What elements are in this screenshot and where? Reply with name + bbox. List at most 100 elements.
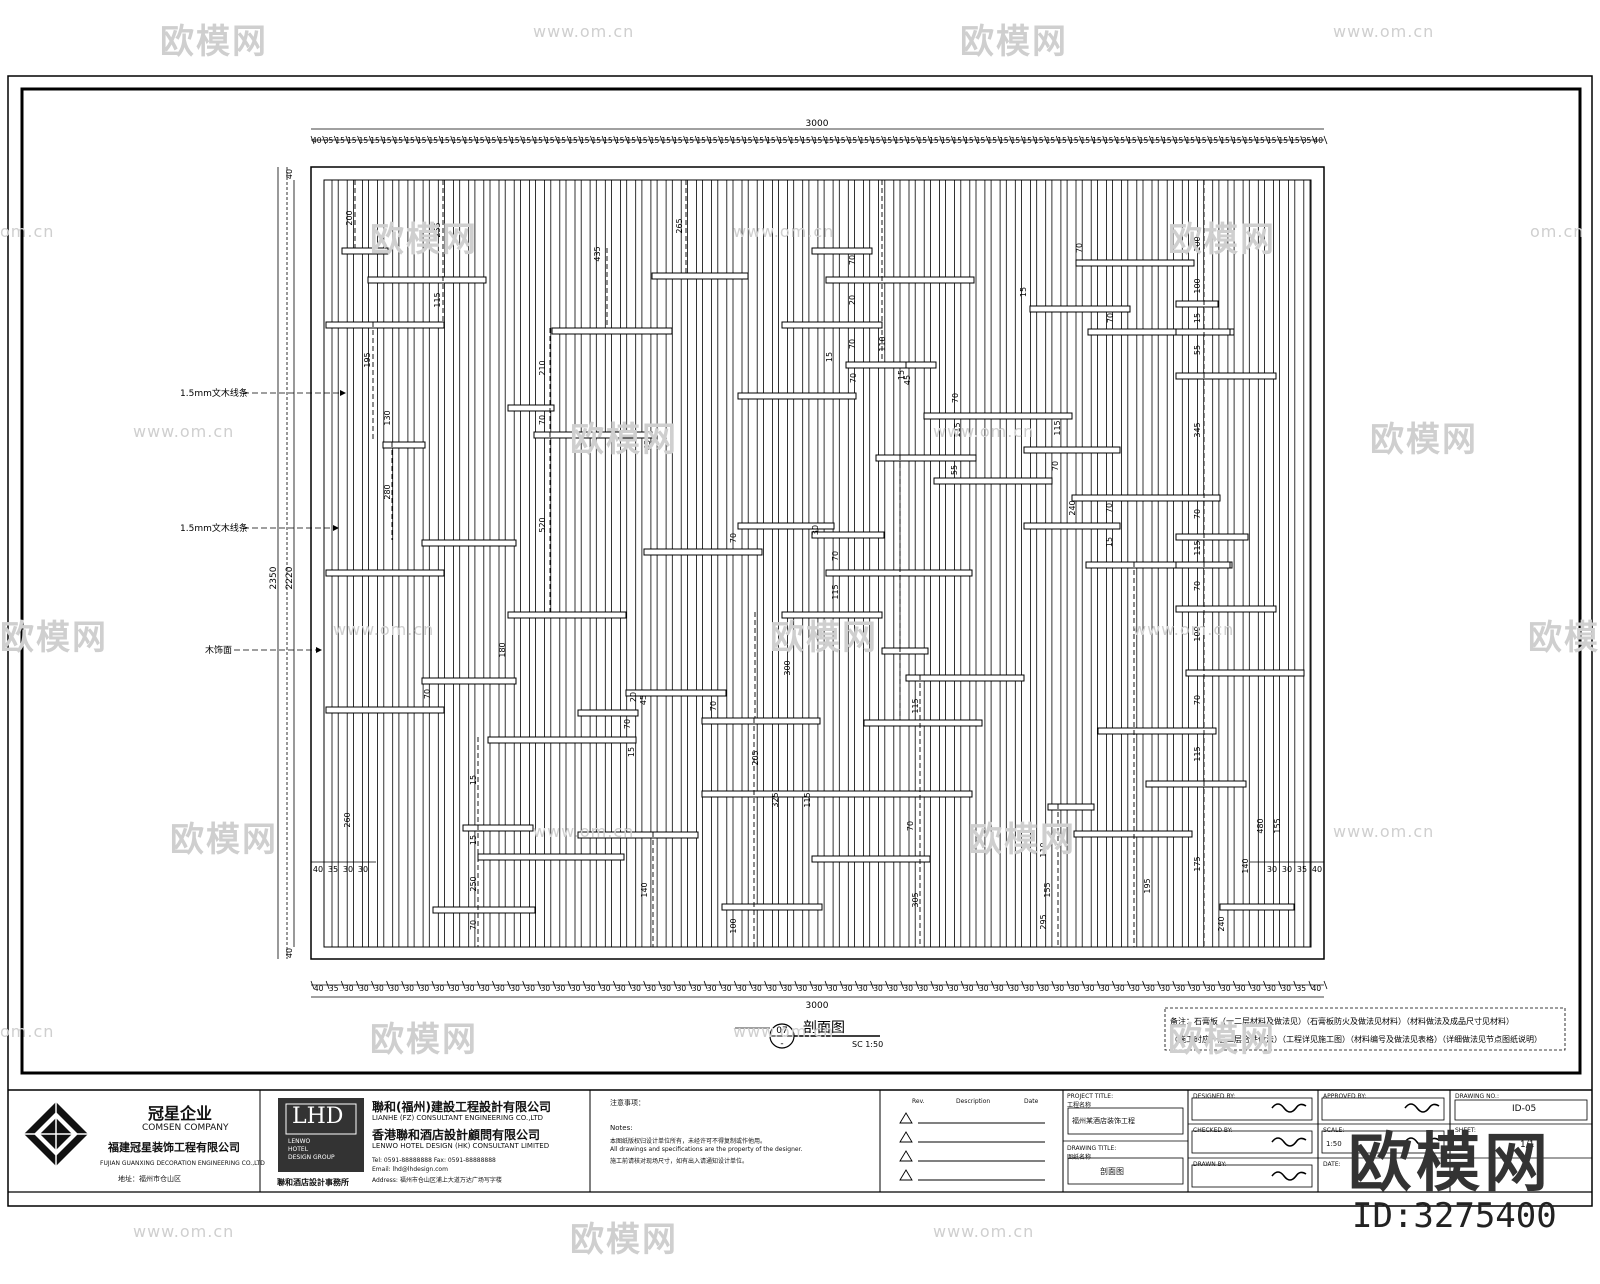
- dimension-tick-label: 15: [347, 136, 357, 145]
- dimension-tick: [380, 135, 385, 145]
- horizontal-bar: [881, 647, 929, 655]
- dimension-label: 110: [1039, 842, 1048, 857]
- horizontal-bar: [367, 276, 487, 284]
- project-label: PROJECT TITLE:: [1067, 1093, 1114, 1100]
- vertical-slat: [772, 179, 780, 948]
- dimension-tick-label: 30: [1206, 984, 1216, 993]
- dimension-tick-label: 30: [934, 984, 944, 993]
- dimension-tick: [1051, 980, 1056, 990]
- dimension-tick-label: 30: [541, 984, 551, 993]
- dimension-tick-label: 40: [314, 984, 324, 993]
- dimension-tick-label: 30: [1281, 984, 1291, 993]
- dimension-tick-label: 15: [1185, 136, 1195, 145]
- vertical-slat: [483, 179, 491, 948]
- horizontal-bar: [701, 790, 973, 798]
- side-tick-label: 35: [328, 865, 338, 874]
- drawing-title: 剖面图: [1100, 1167, 1124, 1176]
- company1-full-en: FUJIAN GUANXING DECORATION ENGINEERING C…: [100, 1160, 265, 1167]
- dimension-tick: [415, 135, 420, 145]
- dimension-label: 70: [1193, 581, 1202, 591]
- dimension-tick: [1142, 980, 1146, 990]
- revision-rows: [899, 1112, 1045, 1181]
- horizontal-bar: [325, 706, 445, 714]
- vertical-slat: [1273, 179, 1281, 948]
- dimension-tick-label: 15: [801, 136, 811, 145]
- dimension-label: 70: [623, 719, 632, 729]
- dimension-tick-label: 15: [859, 136, 869, 145]
- dimension-tick: [799, 135, 804, 145]
- dimension-tick: [636, 135, 641, 145]
- drawing-frame: [20, 87, 1582, 1075]
- dimension-tick: [1288, 135, 1293, 145]
- dimension-tick: [945, 980, 950, 990]
- callout-1-arrow: [340, 390, 346, 396]
- dimension-label: 15: [469, 835, 478, 845]
- dimension-tick-label: 30: [1221, 984, 1231, 993]
- dimension-tick: [915, 980, 920, 990]
- project-name: 福州某酒店装饰工程: [1072, 1117, 1135, 1125]
- dimension-tick: [461, 135, 466, 145]
- dimension-label: 180: [498, 642, 507, 657]
- dimension-tick: [718, 980, 723, 990]
- dimension-tick: [613, 135, 618, 145]
- dimension-tick: [340, 980, 345, 990]
- dimension-tick-label: 40: [1313, 136, 1323, 145]
- dimension-label: 45: [903, 375, 912, 385]
- dimension-label: 300: [783, 660, 792, 675]
- vertical-slat: [847, 179, 855, 948]
- vertical-slat: [361, 179, 369, 948]
- dimension-tick-label: 15: [394, 136, 404, 145]
- horizontal-bar: [1219, 903, 1295, 911]
- dimension-tick-label: 30: [1145, 984, 1155, 993]
- dimension-tick-label: 15: [463, 136, 473, 145]
- horizontal-bar: [643, 548, 763, 556]
- dimension-tick: [1102, 135, 1107, 145]
- note-line-1: 备注：石膏板（一二层材料及做法见）（石膏板防火及做法见材料）（材料做法及成品尺寸…: [1170, 1016, 1514, 1026]
- dimension-tick-label: 15: [1115, 136, 1125, 145]
- dimension-tick: [1183, 135, 1188, 145]
- dimension-tick: [492, 980, 496, 990]
- dimension-tick: [839, 980, 844, 990]
- vertical-slat: [923, 179, 931, 948]
- revision-triangle-icon: [899, 1131, 913, 1143]
- dimension-tick: [854, 980, 859, 990]
- dimension-tick-label: 35: [1297, 984, 1307, 993]
- dimension-tick: [1044, 135, 1048, 145]
- side-tick-label: 40: [1312, 865, 1322, 874]
- left-inner-height-label: 2220: [285, 566, 295, 589]
- horizontal-bar: [701, 717, 821, 725]
- dimension-tick: [1148, 135, 1153, 145]
- horizontal-bar: [625, 689, 727, 697]
- horizontal-bar: [1023, 522, 1121, 530]
- dimension-tick: [508, 135, 513, 145]
- dimension-label: 20: [629, 692, 638, 702]
- signature-2: [1271, 1137, 1307, 1147]
- vertical-slat: [969, 179, 977, 948]
- vertical-slat: [1257, 179, 1265, 948]
- dimension-tick: [438, 135, 443, 145]
- dimension-tick: [779, 980, 784, 990]
- company2-cn-2: 香港聯和酒店設計顧問有限公司: [372, 1128, 541, 1142]
- dimension-tick-label: 15: [1127, 136, 1137, 145]
- dimension-tick-label: 30: [420, 984, 430, 993]
- dimension-tick-label: 15: [1174, 136, 1184, 145]
- dimension-tick-label: 30: [722, 984, 732, 993]
- horizontal-bar: [1023, 446, 1121, 454]
- dimension-tick-label: 30: [510, 984, 520, 993]
- dimension-tick: [1187, 980, 1192, 990]
- dimension-tick-label: 30: [1266, 984, 1276, 993]
- dimension-tick-label: 15: [615, 136, 625, 145]
- dimension-tick-label: 15: [359, 136, 369, 145]
- top-overall-width-label: 3000: [806, 119, 829, 129]
- horizontal-bar: [462, 824, 534, 832]
- horizontal-bar: [421, 539, 517, 547]
- dimension-label: 15: [1105, 537, 1114, 547]
- dimension-tick: [537, 980, 542, 990]
- dimension-tick: [325, 980, 330, 990]
- dimension-tick: [857, 135, 862, 145]
- dimension-tick: [1232, 980, 1237, 990]
- dimension-tick: [416, 980, 421, 990]
- dimension-tick-label: 30: [707, 984, 717, 993]
- vertical-slat: [604, 179, 612, 948]
